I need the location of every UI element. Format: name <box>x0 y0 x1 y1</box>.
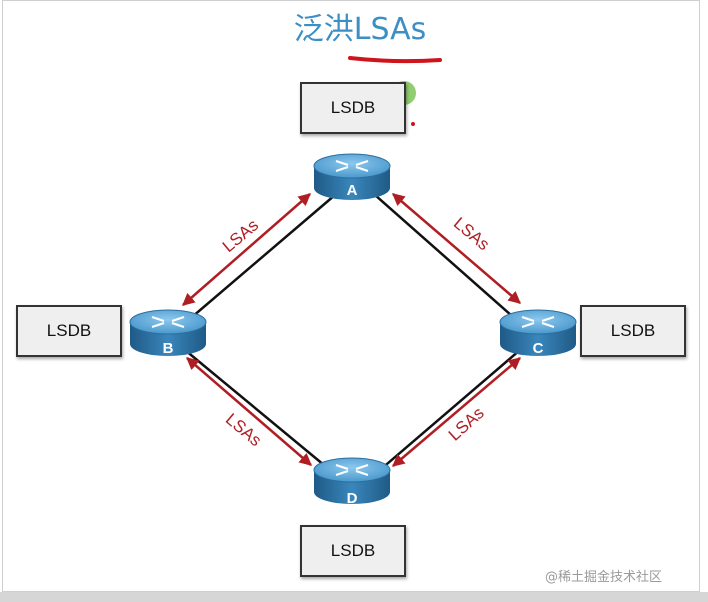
arrow-a-b <box>182 193 311 306</box>
link-c-d <box>379 349 521 471</box>
arrow-b-d <box>186 357 312 466</box>
arrow-c-d <box>392 357 521 467</box>
link-b-d <box>184 349 331 471</box>
router-label-c: C <box>533 340 544 357</box>
lsa-label-a-b: LSAs <box>219 215 262 256</box>
router-a: A <box>313 153 391 200</box>
link-a-c <box>374 194 521 324</box>
lsdb-box-bottom: LSDB <box>300 525 406 577</box>
router-arrows-icon <box>335 464 369 476</box>
lsdb-box-left: LSDB <box>16 305 122 357</box>
router-c: C <box>499 309 577 357</box>
router-b: B <box>129 309 207 357</box>
lsdb-box-top: LSDB <box>300 82 406 134</box>
title-underline <box>348 56 442 64</box>
router-label-a: A <box>347 182 358 199</box>
router-arrows-icon <box>335 160 369 172</box>
router-label-d: D <box>347 490 358 507</box>
lsa-label-b-d: LSAs <box>222 409 265 450</box>
page-title: 泛洪LSAs <box>293 12 427 47</box>
router-label-b: B <box>163 340 174 357</box>
lsdb-box-right: LSDB <box>580 305 686 357</box>
small-red-dot <box>411 122 415 126</box>
bottom-strip <box>0 592 708 602</box>
router-arrows-icon <box>151 316 185 328</box>
router-arrows-icon <box>521 316 555 328</box>
arrow-a-c <box>392 193 521 304</box>
watermark: @稀土掘金技术社区 <box>545 570 663 585</box>
link-a-b <box>184 194 336 324</box>
router-d: D <box>313 457 391 507</box>
